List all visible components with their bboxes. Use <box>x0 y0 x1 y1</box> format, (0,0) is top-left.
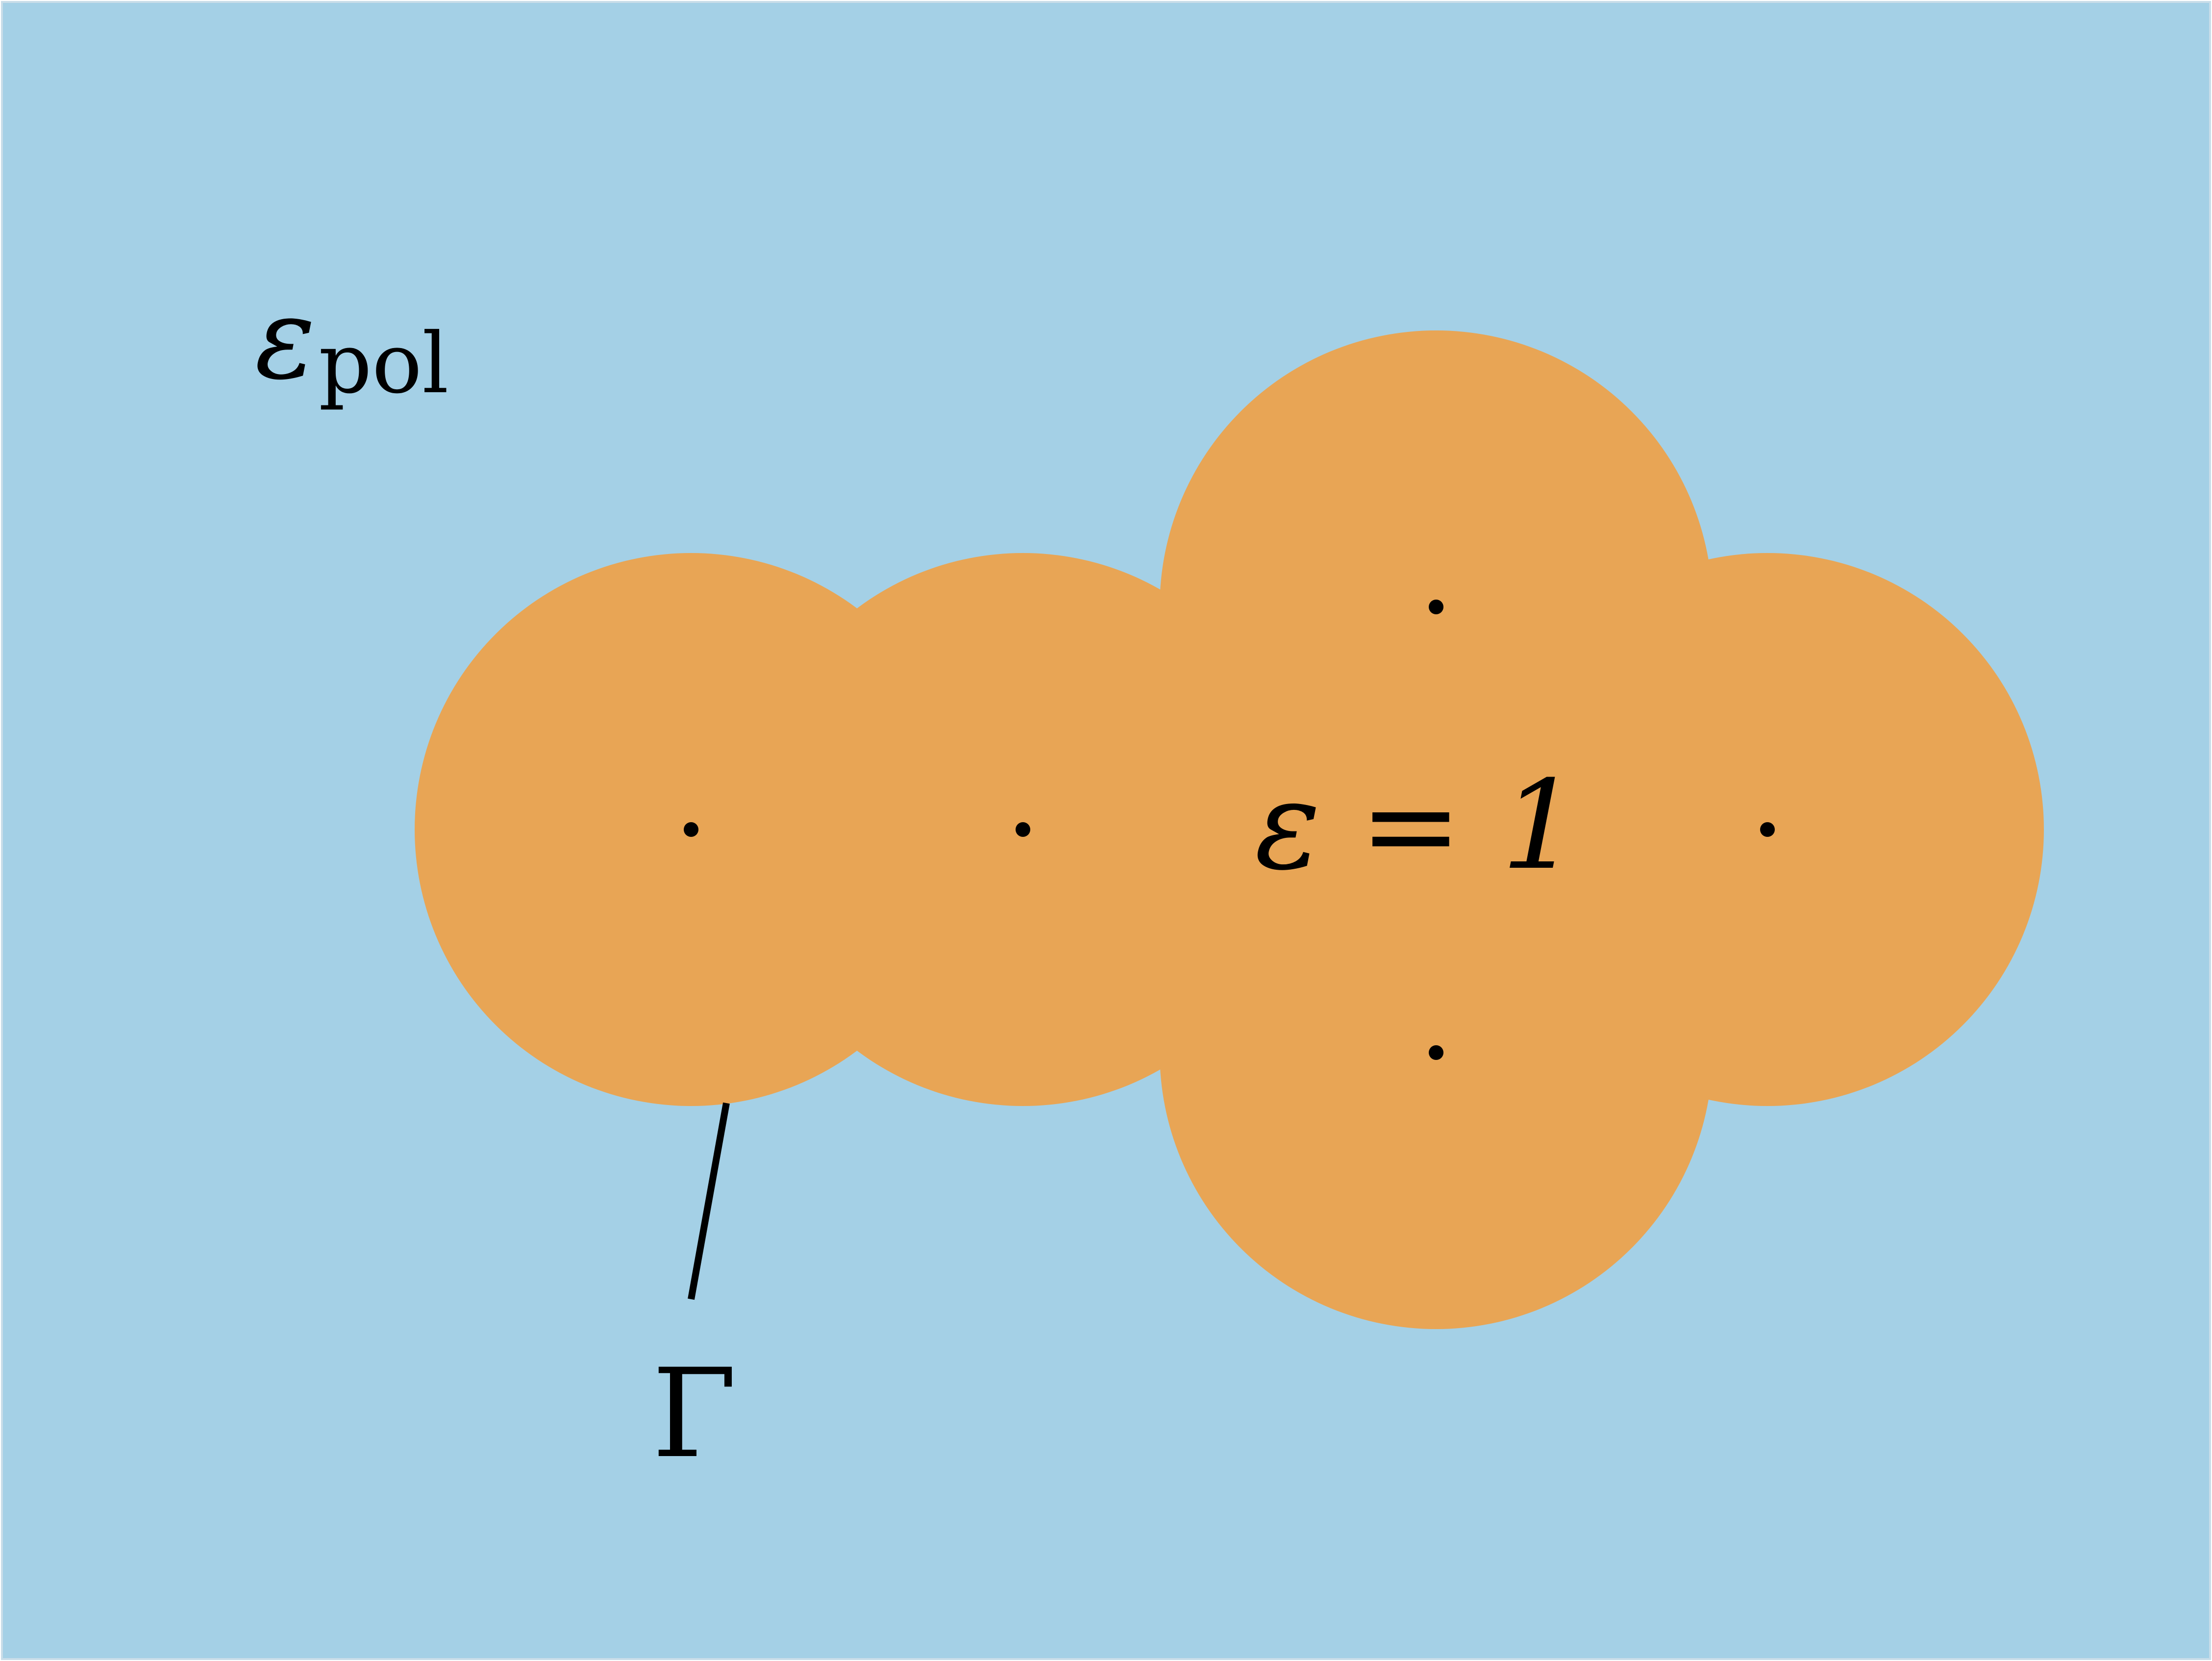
center-dot <box>1016 822 1030 837</box>
center-dot <box>1760 822 1775 837</box>
outer-subscript-label: pol <box>319 315 449 412</box>
center-dot <box>684 822 698 837</box>
atom-centers <box>684 600 1775 1060</box>
center-dot <box>1429 1045 1443 1060</box>
center-dot <box>1429 600 1443 614</box>
outer-epsilon-label: ε <box>255 274 315 404</box>
inner-permittivity-label: ε = 1 <box>1255 754 1579 897</box>
boundary-pointer-line <box>688 1102 730 1300</box>
boundary-gamma-label: Γ <box>652 1342 737 1485</box>
